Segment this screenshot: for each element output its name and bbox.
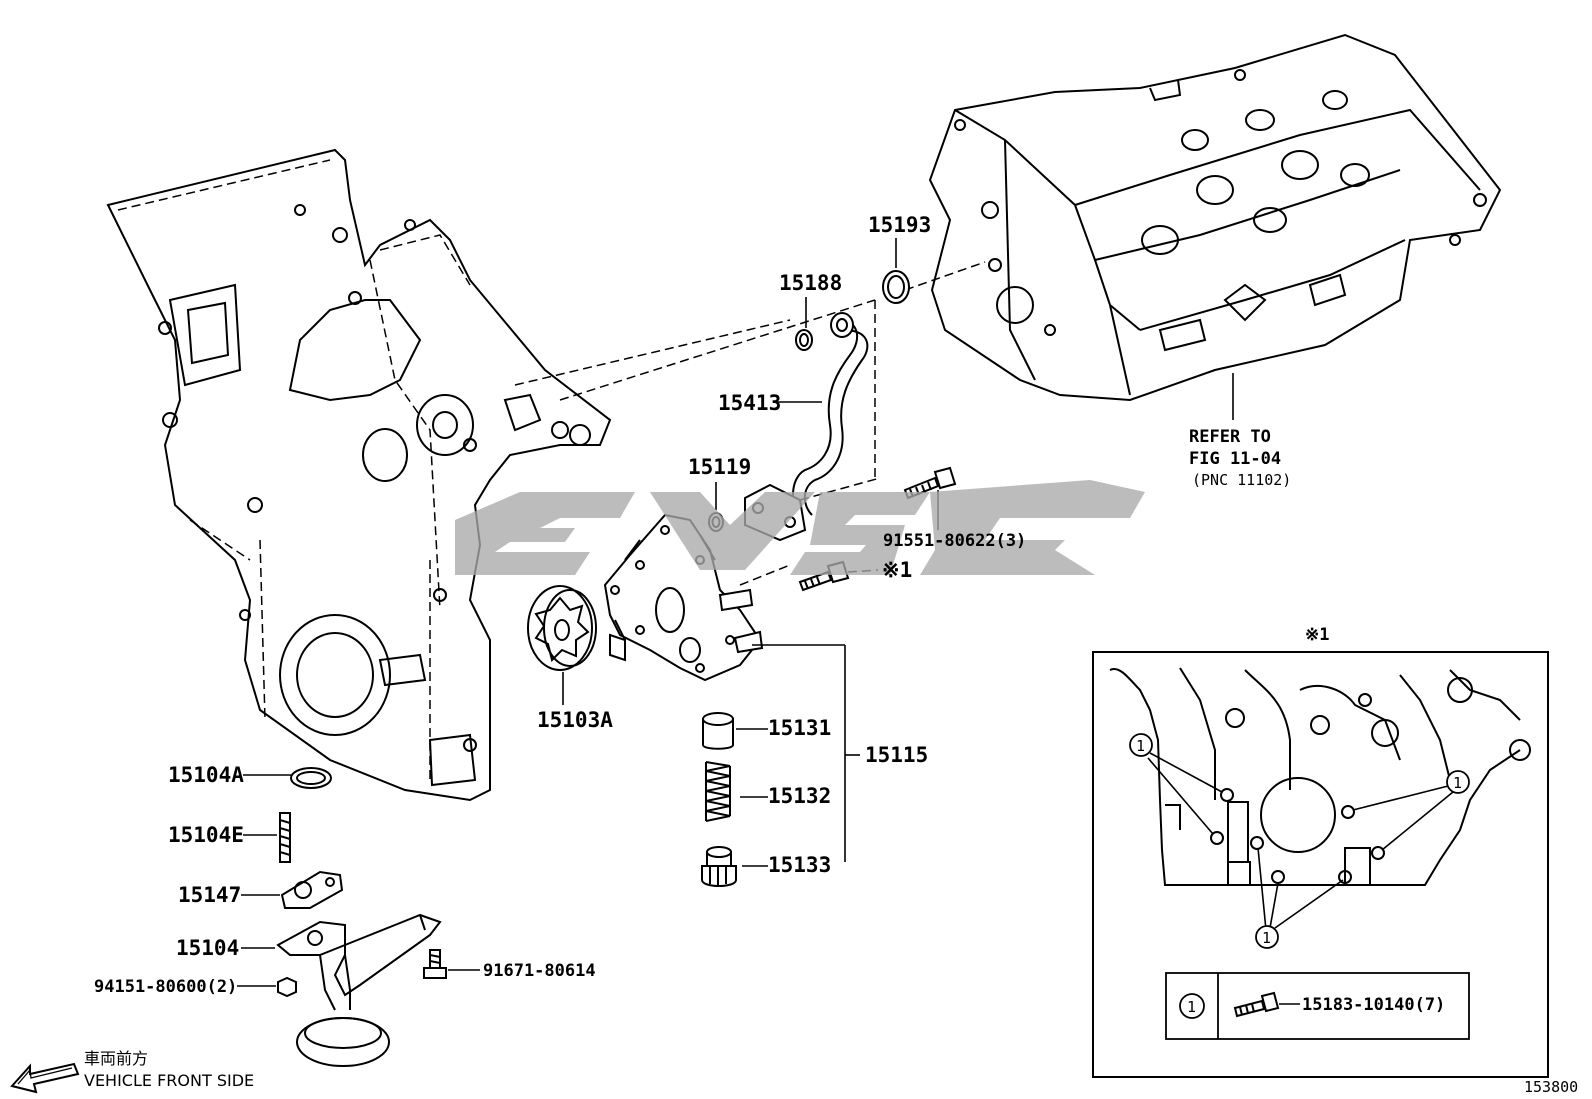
label-91551-80622: 91551-80622(3) [883, 531, 1026, 551]
inset-callout-right-label: 1 [1453, 774, 1462, 792]
oil-pump-rotor-15103A [527, 585, 597, 671]
stud-15104E [279, 812, 291, 863]
refer-note-line-3: (PNC 11102) [1192, 471, 1291, 489]
vehicle-front-label-jp: 車両前方 [84, 1049, 148, 1068]
label-15133: 15133 [768, 853, 831, 877]
gasket-15147 [280, 870, 344, 909]
cylinder-block-drawing [928, 33, 1502, 402]
label-15131: 15131 [768, 716, 831, 740]
label-94151-80600: 94151-80600(2) [94, 977, 237, 997]
gasket-15188 [795, 329, 813, 351]
oil-pump-body [603, 513, 764, 682]
inset-callout-bottom-label: 1 [1262, 929, 1271, 947]
bolt-91671-80614 [423, 949, 447, 979]
plug-15133 [701, 846, 737, 887]
refer-note-line-2: FIG 11-04 [1189, 449, 1281, 469]
inset-legend-part: 15183-10140(7) [1302, 995, 1445, 1015]
label-15413: 15413 [718, 391, 781, 415]
spring-15132 [705, 761, 731, 822]
label-15103A: 15103A [537, 708, 613, 732]
inset-callout-bottom [1255, 925, 1279, 949]
label-15104E: 15104E [168, 823, 244, 847]
label-15188: 15188 [779, 271, 842, 295]
label-15104: 15104 [176, 936, 239, 960]
inset-detail-box: 1 1 1 1 15183-10140(7) [1092, 651, 1549, 1078]
inset-legend-box [1165, 972, 1470, 1040]
inset-legend-number: 1 [1187, 998, 1196, 1016]
relief-valve-15131 [702, 712, 734, 750]
label-91671-80614: 91671-80614 [483, 961, 596, 981]
label-15119: 15119 [688, 455, 751, 479]
inset-marker: ※1 [1305, 625, 1329, 645]
figure-number: 153800 [1524, 1078, 1578, 1096]
inset-callout-right [1446, 770, 1470, 794]
label-15132: 15132 [768, 784, 831, 808]
assembly-guide-lines [514, 261, 986, 586]
label-note-1-bolt: ※1 [882, 558, 912, 582]
vehicle-front-label-en: VEHICLE FRONT SIDE [84, 1071, 254, 1090]
label-15115: 15115 [865, 743, 928, 767]
oil-strainer-15104 [276, 913, 442, 1067]
nut-94151-80600 [277, 976, 297, 998]
label-15193: 15193 [868, 213, 931, 237]
timing-chain-cover-drawing [106, 148, 612, 802]
label-15147: 15147 [178, 883, 241, 907]
inset-callout-left [1129, 733, 1153, 757]
inset-callout-left-label: 1 [1136, 737, 1145, 755]
label-15104A: 15104A [168, 763, 244, 787]
refer-note-line-1: REFER TO [1189, 427, 1271, 447]
watermark-logo [455, 480, 1145, 575]
vehicle-front-arrow-icon [10, 1062, 80, 1094]
